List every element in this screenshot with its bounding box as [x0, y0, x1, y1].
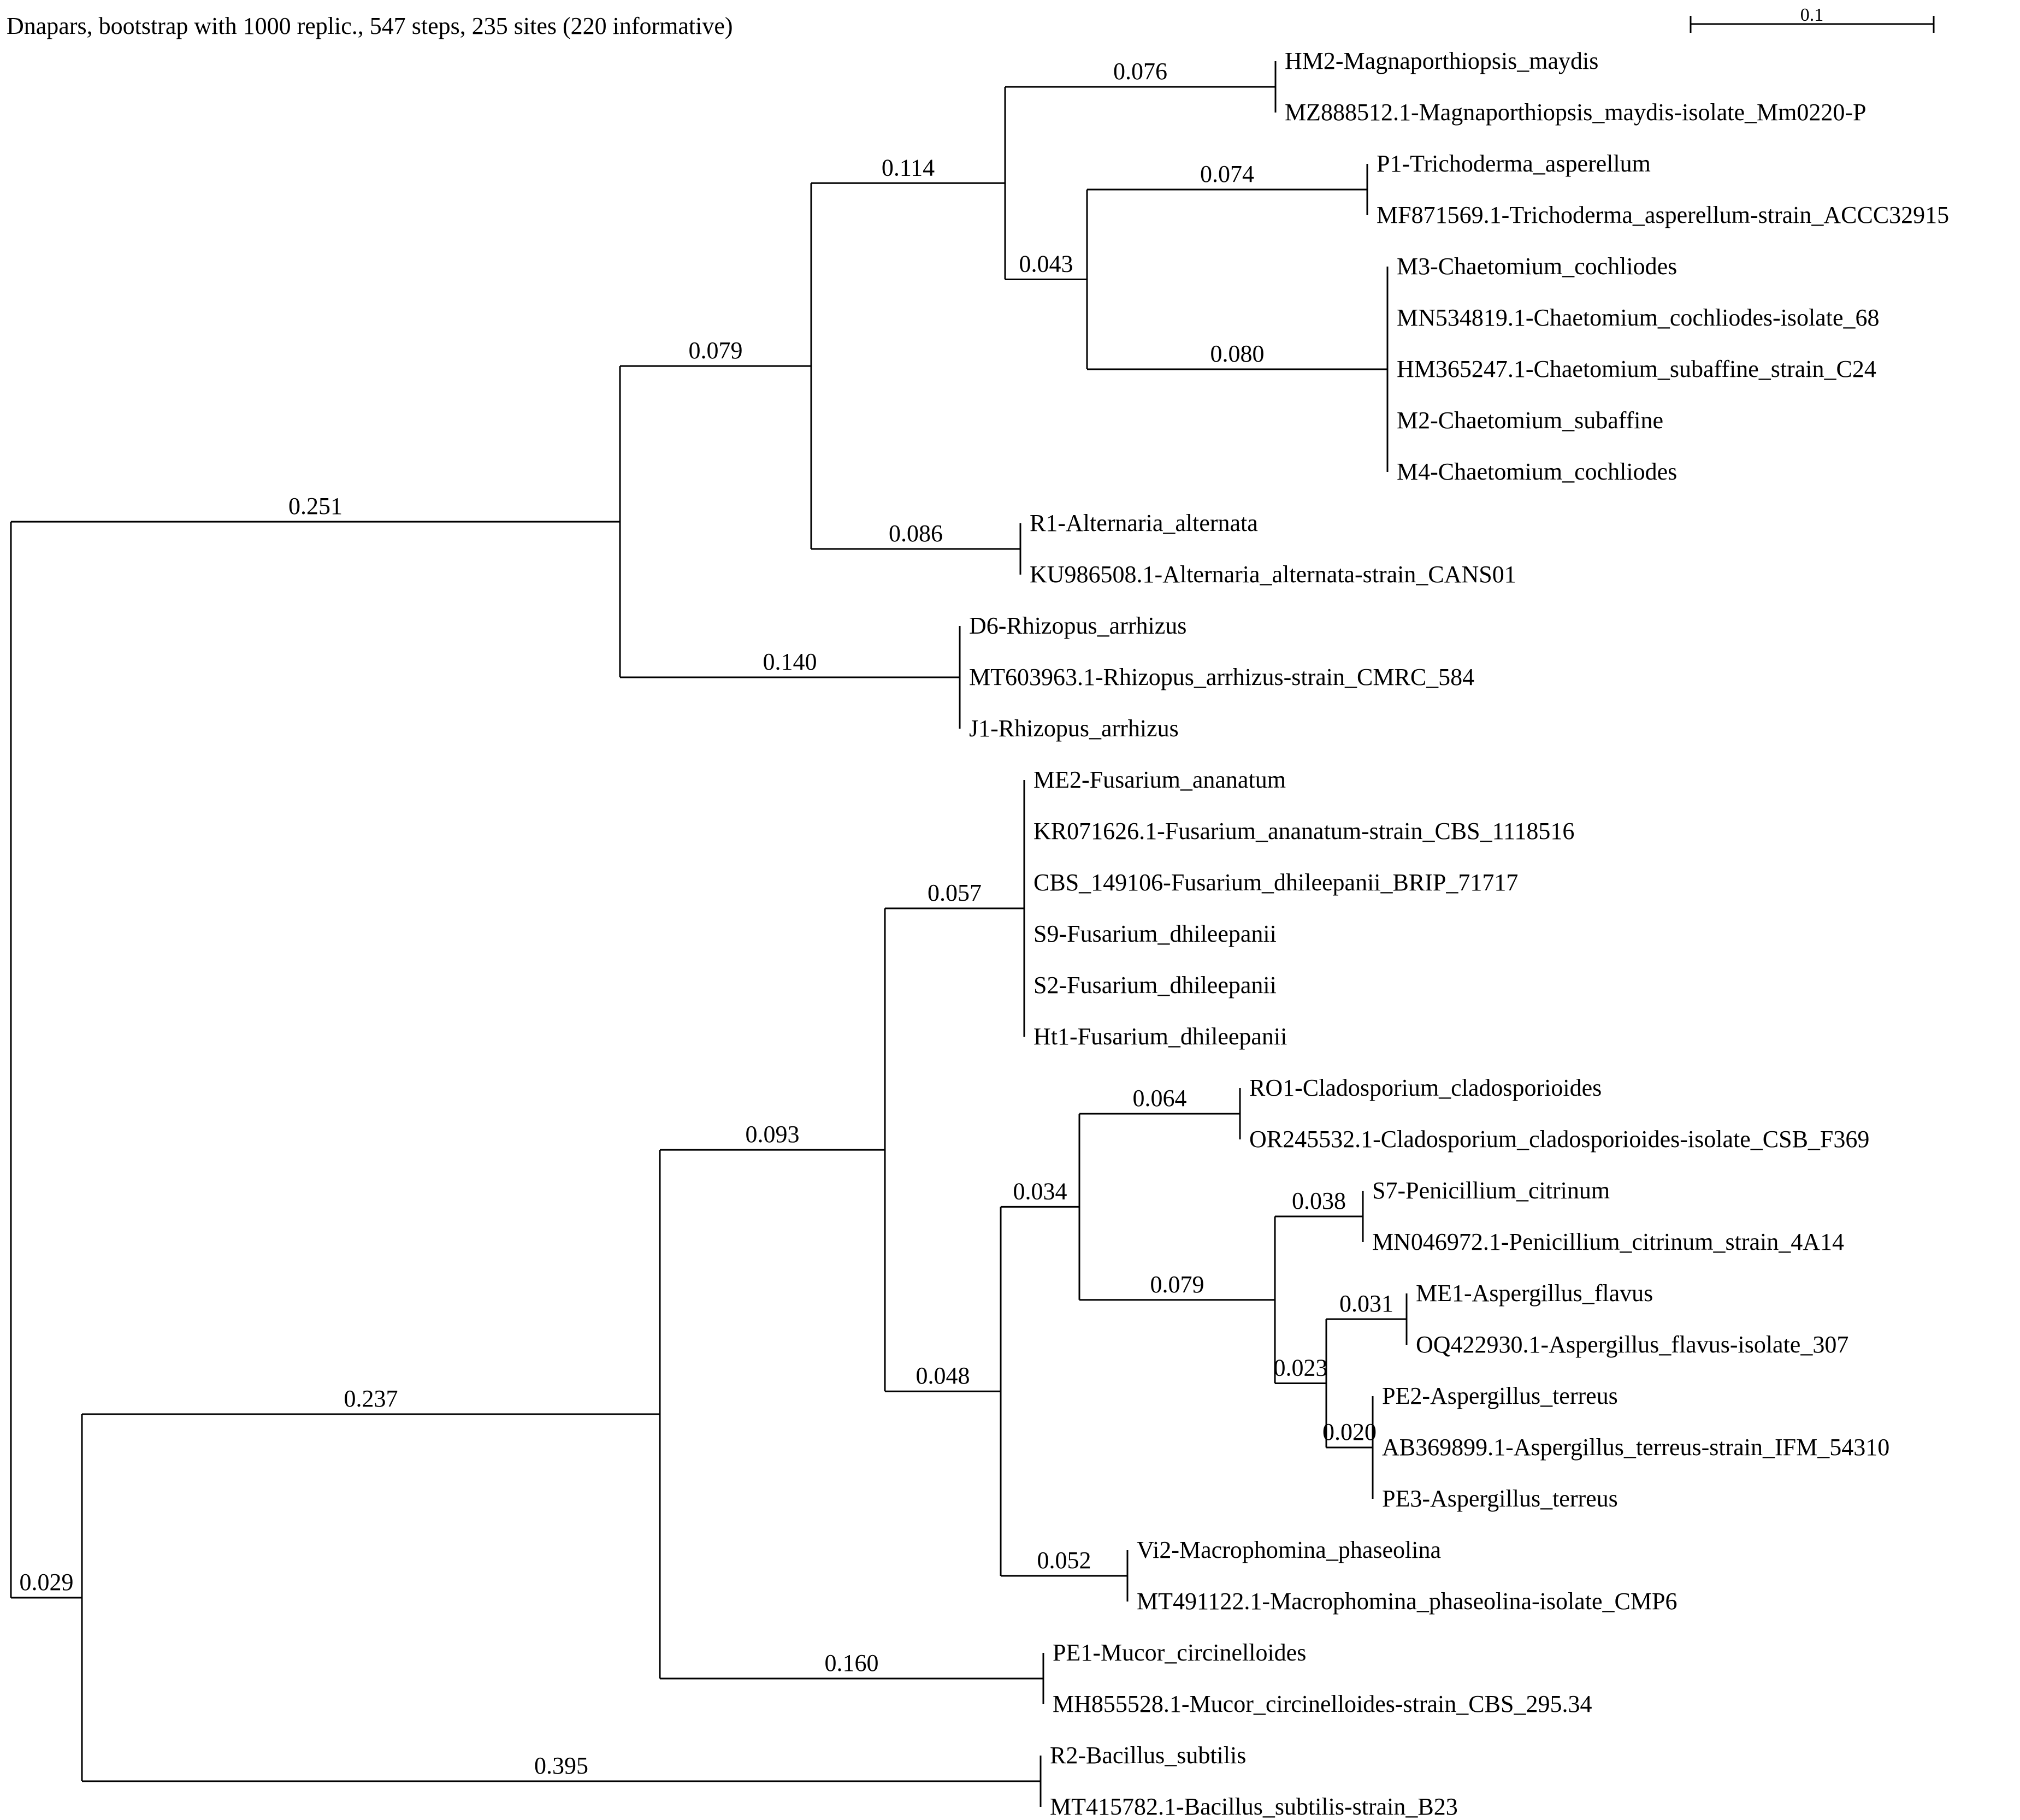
tree-title: Dnapars, bootstrap with 1000 replic., 54…: [7, 13, 733, 39]
branch-length-label: 0.057: [928, 879, 982, 906]
tree-branches: [10, 61, 1408, 1807]
branch-length-label: 0.031: [1339, 1290, 1393, 1317]
branch-length-label: 0.043: [1019, 251, 1073, 277]
taxon-label: HM2-Magnaporthiopsis_maydis: [1285, 48, 1598, 74]
taxon-label: KU986508.1-Alternaria_alternata-strain_C…: [1030, 561, 1516, 588]
branch-length-label: 0.237: [344, 1385, 398, 1412]
branch-length-label: 0.076: [1113, 58, 1167, 85]
branch-length-label: 0.093: [746, 1121, 800, 1148]
taxon-label: OQ422930.1-Aspergillus_flavus-isolate_30…: [1416, 1331, 1848, 1358]
branch-length-label: 0.079: [689, 337, 743, 364]
taxon-label: M3-Chaetomium_cochliodes: [1397, 253, 1677, 280]
taxon-label: S9-Fusarium_dhileepanii: [1033, 920, 1277, 947]
taxon-label: PE1-Mucor_circinelloides: [1053, 1639, 1306, 1666]
branch-length-label: 0.048: [916, 1362, 970, 1389]
taxon-label: MZ888512.1-Magnaporthiopsis_maydis-isola…: [1285, 99, 1867, 126]
taxon-label: MT603963.1-Rhizopus_arrhizus-strain_CMRC…: [969, 664, 1474, 690]
taxon-label: M2-Chaetomium_subaffine: [1397, 407, 1663, 434]
scale-bar-label: 0.1: [1800, 5, 1824, 25]
taxon-label: ME2-Fusarium_ananatum: [1033, 766, 1286, 793]
branch-length-label: 0.052: [1037, 1547, 1091, 1574]
branch-length-label: 0.079: [1150, 1271, 1204, 1298]
taxon-label: D6-Rhizopus_arrhizus: [969, 612, 1186, 639]
branch-length-labels: 0.251 0.079 0.114 0.076 0.043 0.074 0.080 0.086…: [20, 58, 1394, 1779]
taxon-label: J1-Rhizopus_arrhizus: [969, 715, 1179, 742]
taxon-label: P1-Trichoderma_asperellum: [1377, 150, 1651, 177]
taxon-label: MH855528.1-Mucor_circinelloides-strain_C…: [1053, 1691, 1592, 1717]
taxon-label: R2-Bacillus_subtilis: [1050, 1742, 1246, 1769]
branch-length-label: 0.038: [1292, 1187, 1346, 1214]
branch-length-label: 0.114: [882, 154, 935, 181]
branch-length-label: 0.140: [763, 648, 817, 675]
branch-length-label: 0.023: [1274, 1355, 1328, 1381]
taxon-label: HM365247.1-Chaetomium_subaffine_strain_C…: [1397, 356, 1876, 382]
taxon-label: ME1-Aspergillus_flavus: [1416, 1280, 1653, 1307]
taxon-label: RO1-Cladosporium_cladosporioides: [1249, 1074, 1602, 1101]
taxon-label: S7-Penicillium_citrinum: [1372, 1177, 1610, 1204]
taxon-label: MF871569.1-Trichoderma_asperellum-strain…: [1377, 202, 1949, 228]
taxon-label: Ht1-Fusarium_dhileepanii: [1033, 1023, 1287, 1050]
taxon-label: MN534819.1-Chaetomium_cochliodes-isolate…: [1397, 304, 1880, 331]
scale-bar: 0.1: [1690, 5, 1935, 33]
taxon-label: AB369899.1-Aspergillus_terreus-strain_IF…: [1382, 1434, 1889, 1461]
branch-length-label: 0.029: [20, 1569, 74, 1596]
taxon-label: MT415782.1-Bacillus_subtilis-strain_B23: [1050, 1793, 1458, 1820]
branch-length-label: 0.020: [1322, 1419, 1377, 1445]
taxon-label: R1-Alternaria_alternata: [1030, 510, 1258, 536]
taxon-label: Vi2-Macrophomina_phaseolina: [1137, 1537, 1441, 1563]
branch-length-label: 0.064: [1133, 1085, 1187, 1112]
taxon-label: S2-Fusarium_dhileepanii: [1033, 972, 1277, 998]
taxon-label: PE2-Aspergillus_terreus: [1382, 1382, 1618, 1409]
branch-length-label: 0.080: [1210, 340, 1265, 367]
taxon-label: PE3-Aspergillus_terreus: [1382, 1485, 1618, 1512]
branch-length-label: 0.160: [825, 1650, 879, 1676]
branch-length-label: 0.034: [1013, 1178, 1067, 1204]
branch-length-label: 0.074: [1200, 161, 1254, 187]
taxon-label: MN046972.1-Penicillium_citrinum_strain_4…: [1372, 1228, 1844, 1255]
branch-length-label: 0.251: [288, 493, 342, 519]
taxon-label: CBS_149106-Fusarium_dhileepanii_BRIP_717…: [1033, 869, 1518, 896]
branch-length-label: 0.086: [889, 520, 943, 547]
taxon-label: KR071626.1-Fusarium_ananatum-strain_CBS_…: [1033, 818, 1574, 844]
taxon-label: OR245532.1-Cladosporium_cladosporioides-…: [1249, 1126, 1869, 1153]
branch-length-label: 0.395: [534, 1752, 588, 1779]
taxon-labels: HM2-Magnaporthiopsis_maydisMZ888512.1-Ma…: [969, 48, 1949, 1820]
taxon-label: M4-Chaetomium_cochliodes: [1397, 458, 1677, 485]
taxon-label: MT491122.1-Macrophomina_phaseolina-isola…: [1137, 1588, 1677, 1615]
